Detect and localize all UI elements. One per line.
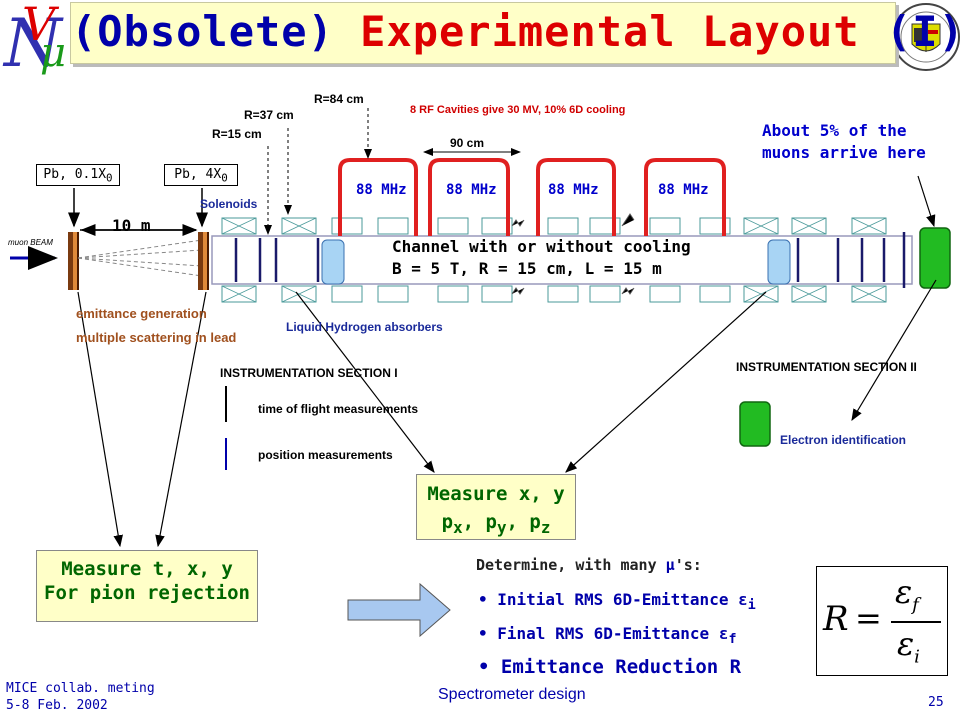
pb-box-thin: Pb, 0.1X0 [36,164,120,186]
label-r15: R=15 cm [212,127,262,141]
instrumentation-section-1: INSTRUMENTATION SECTION I [220,366,398,380]
channel-description: Channel with or without cooling B = 5 T,… [392,237,691,278]
formula-numerator: εf [895,573,919,616]
svg-text:V: V [22,0,60,51]
footer-title: Spectrometer design [438,686,586,703]
label-90cm: 90 cm [450,136,485,150]
formula-fraction-bar [891,621,941,623]
rf-cavities-note: 8 RF Cavities give 30 MV, 10% 6D cooling [410,104,626,116]
rf-cavities [338,158,726,236]
bullet-initial-emittance: • Initial RMS 6D-Emittance εi [478,590,756,614]
determine-heading: Determine, with many μ's: [476,556,702,574]
formula-equals: = [855,599,882,637]
lh2-absorbers-label: Liquid Hydrogen absorbers [286,320,443,334]
title-obsolete: (Obsolete) [71,7,334,56]
page-number: 25 [928,695,944,710]
measure-xy-box: Measure x, y px, py, pz [416,474,576,540]
slide-title: (Obsolete) Experimental Layout (I) [70,2,960,64]
formula-box: R = εf εi [816,566,948,676]
formula-lhs: R [823,599,849,639]
tof-label: time of flight measurements [258,402,419,416]
formula-denominator: εi [897,625,920,668]
label-muon-beam: muon BEAM [8,238,53,247]
about-5-percent-note: About 5% of the muons arrive here [762,121,926,162]
geneva-seal [892,3,960,71]
label-solenoids: Solenoids [200,197,258,211]
bullet-emittance-reduction: • Emittance Reduction R [478,656,742,678]
emittance-generation-label: emittance generation [76,306,207,321]
fast-logo: N V μ [2,0,66,82]
svg-text:N: N [2,5,64,82]
mhz-label-4: 88 MHz [658,182,709,198]
instrumentation-section-2: INSTRUMENTATION SECTION II [736,360,917,374]
mhz-label-1: 88 MHz [356,182,407,198]
label-r84: R=84 cm [314,92,364,106]
electron-identification-label: Electron identification [780,433,907,447]
mhz-label-3: 88 MHz [548,182,599,198]
bullet-final-emittance: • Final RMS 6D-Emittance εf [478,624,737,648]
footer-collab: MICE collab. meting 5-8 Feb. 2002 [6,681,155,713]
position-measurements-label: position measurements [258,448,393,462]
svg-text:μ: μ [40,30,66,76]
measure-txy-box: Measure t, x, y For pion rejection [36,550,258,622]
mhz-label-2: 88 MHz [446,182,497,198]
title-experimental-layout: Experimental Layout [360,7,860,56]
title-part-number: (I) [885,7,960,56]
label-10m: 10 m [112,216,151,235]
label-r37: R=37 cm [244,108,294,122]
multiple-scattering-label: multiple scattering in lead [76,330,237,345]
pb-box-thick: Pb, 4X0 [164,164,238,186]
